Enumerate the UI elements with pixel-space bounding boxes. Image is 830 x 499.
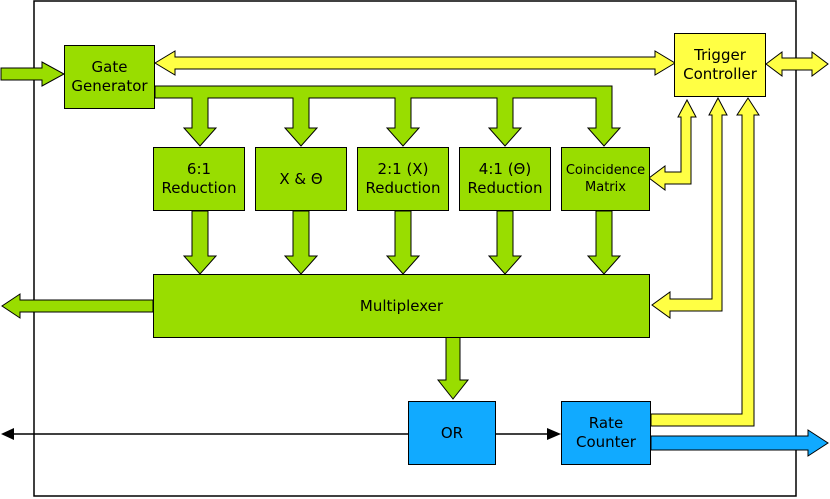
rate-counter-block: Rate Counter [561, 401, 651, 465]
or-input-arrowhead [1, 428, 14, 440]
reduction-6-1-block: 6:1 Reduction [153, 147, 245, 211]
coincidence-matrix-block: Coincidence Matrix [561, 147, 650, 211]
coincidence-matrix-label: Coincidence Matrix [565, 163, 646, 195]
multiplexer-label: Multiplexer [359, 296, 444, 315]
reduction-4-1-block: 4:1 (Θ) Reduction [459, 147, 551, 211]
reduction-2-1-to-mux-arrow [385, 210, 421, 275]
x-theta-label: X & Θ [279, 169, 323, 188]
trigger-coincidence-arrow [648, 98, 697, 191]
rate-counter-label: Rate Counter [576, 414, 636, 451]
reduction-4-1-to-mux-arrow [487, 210, 523, 275]
rate-counter-trigger-arrow [650, 97, 760, 427]
reduction-6-1-to-mux-arrow [182, 210, 218, 275]
rate-counter-output-arrow [650, 429, 829, 457]
trigger-controller-block: Trigger Controller [674, 33, 766, 97]
trigger-controller-label: Trigger Controller [683, 46, 757, 83]
or-output-arrowhead [547, 428, 561, 440]
coincidence-to-mux-arrow [586, 210, 622, 275]
trigger-mux-arrow [651, 96, 728, 319]
gate-generator-label: Gate Generator [71, 58, 148, 95]
or-label: OR [440, 423, 464, 442]
gate-distribution-bus [154, 85, 622, 147]
x-theta-to-mux-arrow [283, 210, 319, 275]
gate-generator-block: Gate Generator [64, 45, 155, 109]
mux-output-arrow [1, 293, 154, 319]
x-theta-block: X & Θ [255, 147, 347, 211]
trigger-external-port-arrow [765, 51, 829, 77]
mux-to-or-arrow [436, 336, 470, 400]
or-block: OR [408, 401, 496, 465]
module-frame [33, 0, 797, 497]
gate-trigger-bus-arrow [154, 50, 676, 76]
reduction-2-1-block: 2:1 (X) Reduction [357, 147, 449, 211]
reduction-6-1-label: 6:1 Reduction [161, 160, 237, 197]
gate-input-arrow [0, 61, 66, 87]
multiplexer-block: Multiplexer [153, 274, 650, 338]
reduction-4-1-label: 4:1 (Θ) Reduction [467, 160, 543, 197]
reduction-2-1-label: 2:1 (X) Reduction [365, 160, 441, 197]
